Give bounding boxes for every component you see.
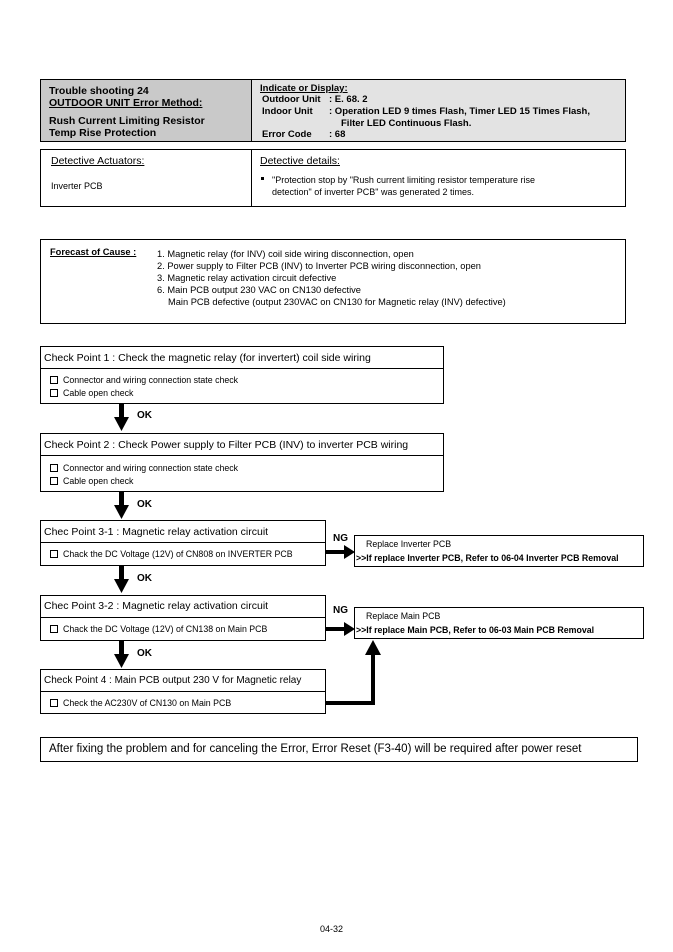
error-code-label: Error Code (262, 129, 312, 140)
checkbox-icon (50, 477, 58, 485)
arrow-down-icon (114, 654, 129, 668)
ok-label: OK (137, 499, 152, 510)
checklist-item: Cable open check (50, 388, 133, 398)
checklist-item: Check the AC230V of CN130 on Main PCB (50, 698, 231, 708)
check-point-4-box: Check Point 4 : Main PCB output 230 V fo… (40, 669, 326, 714)
check-point-3-2-title: Chec Point 3-2 : Magnetic relay activati… (44, 600, 269, 612)
divider (41, 617, 325, 618)
troubleshooting-title: Trouble shooting 24 (49, 85, 149, 97)
ok-label: OK (137, 410, 152, 421)
action-replace-main-pcb: Replace Main PCB >>If replace Main PCB, … (354, 607, 644, 639)
action-replace-inverter-pcb: Replace Inverter PCB >>If replace Invert… (354, 535, 644, 567)
checkbox-icon (50, 464, 58, 472)
error-method-label: OUTDOOR UNIT Error Method: (49, 97, 203, 109)
indoor-unit-value-1: : Operation LED 9 times Flash, Timer LED… (329, 106, 590, 117)
checkbox-icon (50, 699, 58, 707)
outdoor-unit-value: : E. 68. 2 (329, 94, 368, 105)
arrow-shaft (119, 641, 124, 656)
header-right-panel: Indicate or Display: Outdoor Unit : E. 6… (252, 79, 626, 142)
forecast-heading: Forecast of Cause : (50, 247, 137, 257)
action-2-line2: >>If replace Main PCB, Refer to 06-03 Ma… (356, 625, 595, 635)
details-line1: "Protection stop by "Rush current limiti… (272, 175, 535, 185)
check-point-1-box: Check Point 1 : Check the magnetic relay… (40, 346, 444, 404)
ng-label: NG (333, 605, 348, 616)
actuator-value: Inverter PCB (51, 181, 103, 191)
checklist-item: Chack the DC Voltage (12V) of CN138 on M… (50, 624, 267, 634)
arrow-down-icon (114, 579, 129, 593)
checklist-item: Connector and wiring connection state ch… (50, 375, 238, 385)
arrow-shaft (326, 627, 346, 631)
check-point-3-2-box: Chec Point 3-2 : Magnetic relay activati… (40, 595, 326, 641)
checklist-item: Connector and wiring connection state ch… (50, 463, 238, 473)
checkbox-icon (50, 389, 58, 397)
action-2-line1: Replace Main PCB (366, 611, 441, 621)
cause-item: 3. Magnetic relay activation circuit def… (157, 273, 337, 283)
checklist-item: Cable open check (50, 476, 133, 486)
arrow-down-icon (114, 417, 129, 431)
action-1-line2: >>If replace Inverter PCB, Refer to 06-0… (356, 553, 619, 563)
details-heading: Detective details: (260, 155, 340, 167)
checkbox-icon (50, 625, 58, 633)
actuators-heading: Detective Actuators: (51, 155, 145, 167)
ok-label: OK (137, 648, 152, 659)
page-number: 04-32 (320, 924, 344, 934)
indicate-heading: Indicate or Display: (260, 83, 348, 94)
arrow-shaft (119, 404, 124, 419)
detective-actuators-panel: Detective Actuators: Inverter PCB (40, 149, 252, 207)
arrow-shaft (326, 701, 375, 705)
indoor-unit-label: Indoor Unit (262, 106, 313, 117)
arrow-up-icon (365, 640, 381, 655)
checkbox-icon (50, 550, 58, 558)
ng-label: NG (333, 533, 348, 544)
arrow-right-icon (344, 622, 355, 636)
indoor-unit-value-2: Filter LED Continuous Flash. (341, 118, 472, 129)
header-left-panel: Trouble shooting 24 OUTDOOR UNIT Error M… (40, 79, 252, 142)
arrow-shaft (371, 653, 375, 705)
arrow-shaft (119, 492, 124, 507)
check-point-4-title: Check Point 4 : Main PCB output 230 V fo… (44, 675, 302, 686)
detective-details-panel: Detective details: "Protection stop by "… (252, 149, 626, 207)
check-point-2-box: Check Point 2 : Check Power supply to Fi… (40, 433, 444, 492)
bullet-icon (261, 177, 264, 180)
divider (41, 455, 443, 456)
arrow-right-icon (344, 545, 355, 559)
cause-item: 6. Main PCB output 230 VAC on CN130 defe… (157, 285, 361, 295)
error-reset-note: After fixing the problem and for canceli… (40, 737, 638, 762)
arrow-shaft (326, 550, 346, 554)
arrow-down-icon (114, 505, 129, 519)
outdoor-unit-label: Outdoor Unit (262, 94, 321, 105)
checkbox-icon (50, 376, 58, 384)
check-point-1-title: Check Point 1 : Check the magnetic relay… (44, 352, 371, 364)
check-point-3-1-box: Chec Point 3-1 : Magnetic relay activati… (40, 520, 326, 566)
divider (41, 691, 325, 692)
error-code-value: : 68 (329, 129, 346, 140)
error-name-line2: Temp Rise Protection (49, 127, 157, 139)
error-reset-text: After fixing the problem and for canceli… (49, 743, 582, 755)
check-point-2-title: Check Point 2 : Check Power supply to Fi… (44, 439, 409, 451)
divider (41, 542, 325, 543)
cause-item: 1. Magnetic relay (for INV) coil side wi… (157, 249, 414, 259)
cause-item: 2. Power supply to Filter PCB (INV) to I… (157, 261, 481, 271)
ok-label: OK (137, 573, 152, 584)
check-point-3-1-title: Chec Point 3-1 : Magnetic relay activati… (44, 526, 269, 538)
error-name-line1: Rush Current Limiting Resistor (49, 115, 205, 127)
action-1-line1: Replace Inverter PCB (366, 539, 452, 549)
divider (41, 368, 443, 369)
cause-item: Main PCB defective (output 230VAC on CN1… (168, 297, 506, 307)
checklist-item: Chack the DC Voltage (12V) of CN808 on I… (50, 549, 293, 559)
arrow-shaft (119, 566, 124, 581)
details-line2: detection" of inverter PCB" was generate… (272, 187, 474, 197)
forecast-of-cause-panel: Forecast of Cause : 1. Magnetic relay (f… (40, 239, 626, 324)
